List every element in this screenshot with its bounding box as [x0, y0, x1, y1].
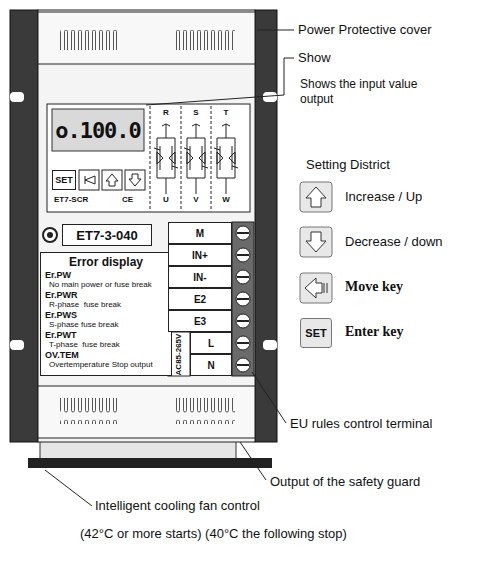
error-description: T-phase fuse break — [45, 340, 167, 350]
error-description: Overtemperature Stop output — [45, 360, 167, 370]
label-text: L — [208, 338, 214, 349]
error-description: R-phase fuse break — [45, 300, 167, 310]
label-text: ET7-3-040 — [76, 228, 137, 243]
callout-note: (42°C or more starts) (40°C the followin… — [80, 526, 347, 541]
phase-name: W — [222, 195, 230, 204]
error-code: Er.PWS — [45, 310, 167, 320]
callout-label: Power Protective cover — [298, 22, 432, 37]
callout-label: Output of the safety guard — [270, 474, 420, 489]
error-code: Er.PWT — [45, 330, 167, 340]
error-table: Error displayEr.PWNo main power or fuse … — [40, 252, 172, 376]
model-label: ET7-3-040 — [62, 224, 152, 246]
terminal-label: E2 — [168, 288, 232, 310]
label-text: IN- — [193, 272, 206, 283]
display-value: o.100.0 — [55, 118, 141, 143]
phase-name: U — [162, 195, 170, 204]
ce-mark: CE — [122, 195, 133, 204]
label-text: E3 — [194, 316, 206, 327]
lcd-display: o.100.0 — [52, 109, 144, 151]
label-text: IN+ — [192, 250, 208, 261]
terminal-label: IN- — [168, 266, 232, 288]
key-label: Decrease / down — [345, 234, 443, 249]
terminal-label: L — [190, 332, 232, 354]
error-code: Er.PWR — [45, 290, 167, 300]
key-label: Move key — [345, 279, 403, 295]
terminal-label: N — [190, 354, 232, 376]
phase-name: V — [192, 195, 200, 204]
callout-note: Shows the input value output — [300, 77, 450, 107]
label-text: SET — [55, 175, 73, 185]
terminal-label: E3 — [168, 310, 232, 332]
error-code: Er.PW — [45, 270, 167, 280]
model-name: ET7-SCR — [54, 195, 88, 204]
section-title: Setting District — [306, 157, 390, 172]
error-description: S-phase fuse break — [45, 320, 167, 330]
phase-name: S — [192, 108, 200, 117]
error-heading: Error display — [45, 255, 167, 270]
callout-label: Show — [298, 50, 331, 65]
label-text: M — [196, 228, 204, 239]
set-button: SET — [52, 170, 76, 190]
label-text: E2 — [194, 294, 206, 305]
key-label: Increase / Up — [345, 189, 422, 204]
terminal-label: M — [168, 222, 232, 244]
error-code: OV.TEM — [45, 350, 167, 360]
label-text: SET — [305, 327, 326, 339]
enter-key: SET — [300, 318, 332, 348]
phase-name: T — [222, 108, 230, 117]
supply-label: AC85-265V — [175, 333, 184, 375]
callout-label: EU rules control terminal — [290, 416, 432, 431]
callout-label: Intelligent cooling fan control — [95, 498, 260, 513]
terminal-label: IN+ — [168, 244, 232, 266]
key-label: Enter key — [345, 324, 403, 340]
error-description: No main power or fuse break — [45, 280, 167, 290]
phase-name: R — [162, 108, 170, 117]
label-text: N — [207, 360, 214, 371]
